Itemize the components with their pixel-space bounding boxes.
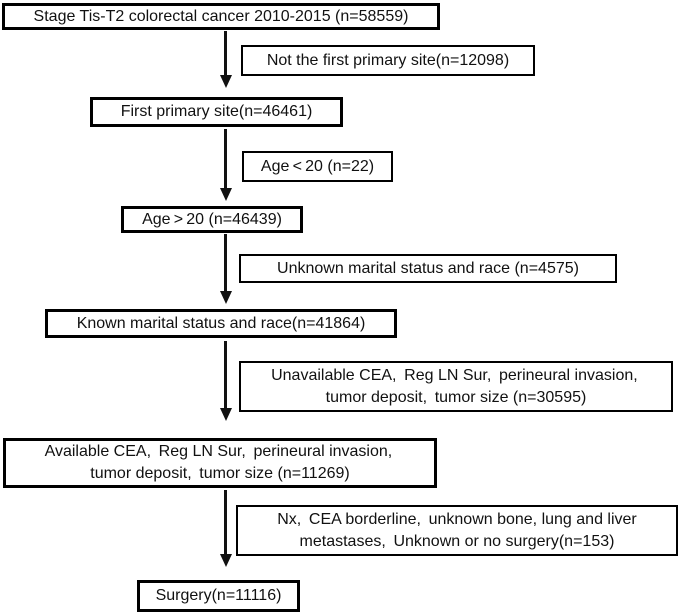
down-arrow [224, 129, 227, 188]
flow-box-age-over-20: Age > 20 (n=46439) [121, 206, 303, 233]
flow-box-initial-cohort: Stage Tis-T2 colorectal cancer 2010-2015… [2, 3, 440, 30]
down-arrow [224, 31, 227, 75]
down-arrow [224, 341, 227, 408]
exclusion-box-not-first-primary: Not the first primary site(n=12098) [241, 45, 535, 76]
exclusion-box-age-under-20: Age < 20 (n=22) [242, 151, 393, 182]
flow-box-available-variables: Available CEA, Reg LN Sur, perineural in… [3, 438, 437, 488]
down-arrow [224, 490, 227, 554]
exclusion-box-unknown-marital-race: Unknown marital status and race (n=4575) [239, 254, 617, 283]
flow-box-first-primary-site: First primary site(n=46461) [90, 97, 343, 127]
down-arrow [224, 234, 227, 291]
exclusion-box-unavailable-variables: Unavailable CEA, Reg LN Sur, perineural … [239, 361, 673, 412]
flow-box-known-marital-race: Known marital status and race(n=41864) [45, 309, 397, 338]
exclusion-box-nx-cea-borderline: Nx, CEA borderline, unknown bone, lung a… [236, 505, 678, 556]
flow-box-surgery: Surgery(n=11116) [137, 580, 300, 612]
